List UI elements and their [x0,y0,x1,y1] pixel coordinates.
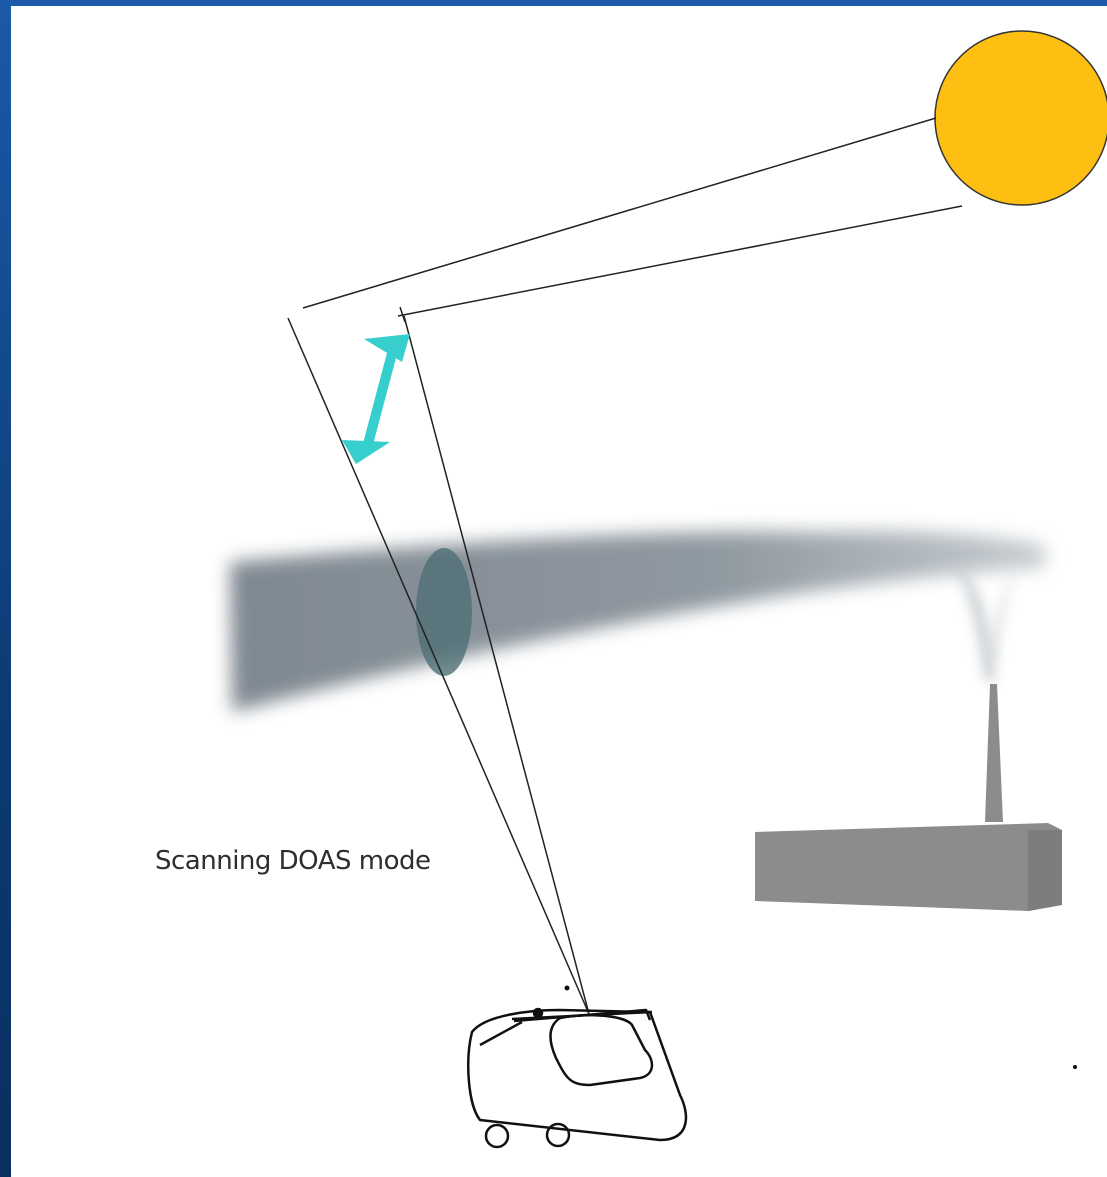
van-icon [468,1009,686,1147]
sun-icon [935,31,1107,205]
sun-ray-lower [398,206,962,316]
mode-label: Scanning DOAS mode [155,846,430,876]
dot-near-van [565,986,570,991]
plume-intersection [416,548,472,676]
dot-right [1073,1065,1077,1069]
sun-ray-upper [303,118,936,308]
diagram-canvas: Scanning DOAS mode [11,6,1107,1177]
diagram-scene [11,6,1107,1177]
factory-icon [755,684,1062,911]
gas-plume [230,531,1045,712]
double-arrow-icon [342,334,410,464]
